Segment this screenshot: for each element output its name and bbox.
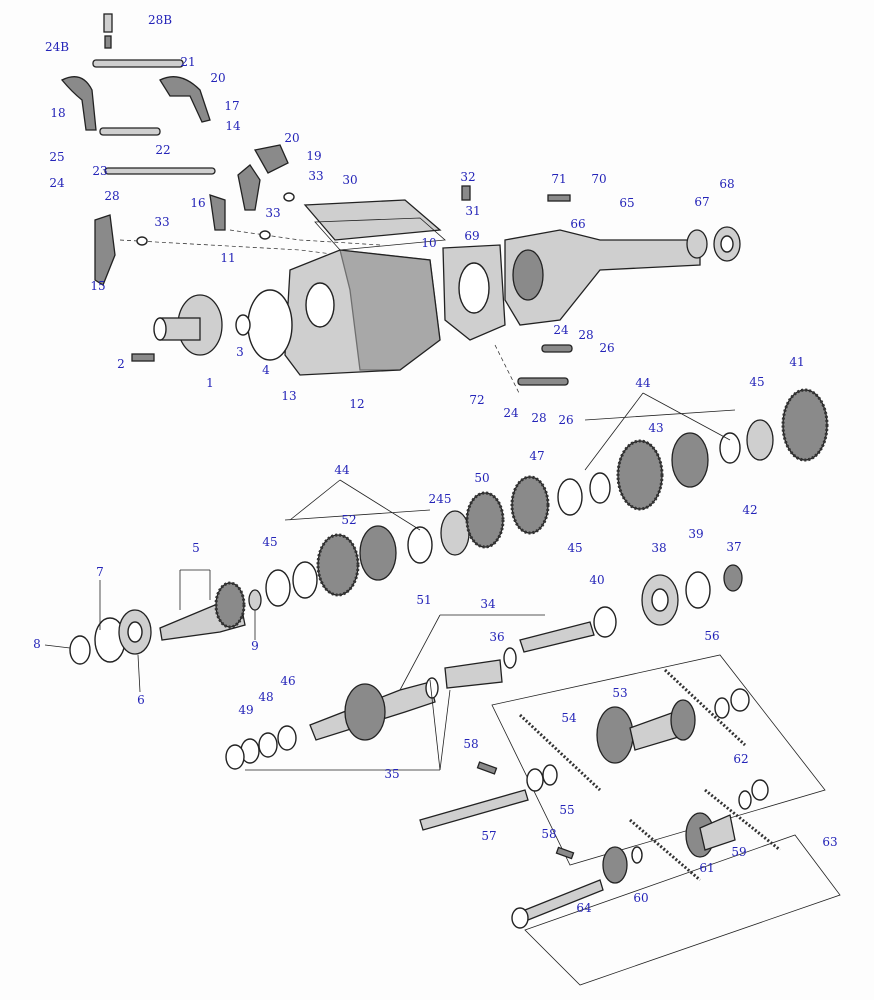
part-label: 19 xyxy=(306,149,322,163)
part-label: 28 xyxy=(578,328,594,342)
part-label: 45 xyxy=(749,375,765,389)
part-label: 72 xyxy=(469,393,485,407)
part-label: 25 xyxy=(49,150,65,164)
part-label: 37 xyxy=(726,540,742,554)
part-label: 57 xyxy=(481,829,497,843)
part-label: 12 xyxy=(349,397,365,411)
part-label: 15 xyxy=(90,279,106,293)
part-label: 35 xyxy=(384,767,400,781)
part-label: 24B xyxy=(44,40,70,54)
transmission-case xyxy=(131,185,741,396)
part-label: 33 xyxy=(265,206,281,220)
part-label: 41 xyxy=(789,355,805,369)
part-label: 26 xyxy=(558,413,574,427)
part-label: 16 xyxy=(190,196,206,210)
part-label: 32 xyxy=(460,170,476,184)
part-label: 45 xyxy=(567,541,583,555)
part-label: 56 xyxy=(704,629,720,643)
part-label: 24 xyxy=(503,406,519,420)
part-label: 69 xyxy=(464,229,480,243)
part-label: 20 xyxy=(284,131,300,145)
part-label: 38 xyxy=(651,541,667,555)
part-label: 22 xyxy=(155,143,171,157)
part-label: 54 xyxy=(561,711,577,725)
part-label: 245 xyxy=(428,492,452,506)
part-label: 18 xyxy=(50,106,66,120)
part-label: 28B xyxy=(147,13,173,27)
part-label: 6 xyxy=(137,693,145,707)
part-label: 44 xyxy=(635,376,651,390)
part-label: 33 xyxy=(154,215,170,229)
part-label: 62 xyxy=(733,752,749,766)
part-label: 24 xyxy=(553,323,569,337)
part-label: 28 xyxy=(531,411,547,425)
part-label: 7 xyxy=(96,565,104,579)
part-label: 66 xyxy=(570,217,586,231)
part-label: 55 xyxy=(559,803,575,817)
part-label: 26 xyxy=(599,341,615,355)
mainshaft-gears xyxy=(69,388,829,689)
part-label: 65 xyxy=(619,196,635,210)
part-label: 3 xyxy=(236,345,244,359)
part-label: 36 xyxy=(489,630,505,644)
part-label: 34 xyxy=(480,597,496,611)
part-label: 50 xyxy=(474,471,490,485)
part-label: 46 xyxy=(280,674,296,688)
part-label: 40 xyxy=(589,573,605,587)
part-label: 13 xyxy=(281,389,297,403)
part-label: 31 xyxy=(465,204,481,218)
part-label: 28 xyxy=(104,189,120,203)
part-label: 17 xyxy=(224,99,240,113)
part-label: 1 xyxy=(206,376,214,390)
part-label: 71 xyxy=(551,172,567,186)
part-label: 14 xyxy=(225,119,241,133)
part-label: 68 xyxy=(719,177,735,191)
part-label: 52 xyxy=(341,513,357,527)
part-label: 30 xyxy=(342,173,358,187)
part-label: 67 xyxy=(694,195,710,209)
part-label: 47 xyxy=(529,449,545,463)
part-label: 11 xyxy=(220,251,236,265)
part-label: 64 xyxy=(576,901,592,915)
part-label: 42 xyxy=(742,503,758,517)
countershaft xyxy=(225,654,841,986)
part-label: 48 xyxy=(258,690,274,704)
part-label: 10 xyxy=(421,236,437,250)
part-label: 9 xyxy=(251,639,259,653)
part-label: 70 xyxy=(591,172,607,186)
part-label: 39 xyxy=(688,527,704,541)
part-label: 43 xyxy=(648,421,664,435)
shift-rails xyxy=(60,13,381,286)
part-label: 58 xyxy=(541,827,557,841)
part-label: 59 xyxy=(731,845,747,859)
part-label: 23 xyxy=(92,164,108,178)
part-label: 20 xyxy=(210,71,226,85)
part-label: 33 xyxy=(308,169,324,183)
part-label: 58 xyxy=(463,737,479,751)
part-label: 45 xyxy=(262,535,278,549)
part-label: 51 xyxy=(416,593,432,607)
leader-lines xyxy=(44,392,736,771)
part-label: 4 xyxy=(262,363,270,377)
part-label: 53 xyxy=(612,686,628,700)
part-label: 63 xyxy=(822,835,838,849)
part-label: 24 xyxy=(49,176,65,190)
part-label: 44 xyxy=(334,463,350,477)
part-label: 60 xyxy=(633,891,649,905)
part-label: 8 xyxy=(33,637,41,651)
part-label: 61 xyxy=(699,861,715,875)
part-label: 21 xyxy=(180,55,196,69)
part-label: 49 xyxy=(238,703,254,717)
part-label: 5 xyxy=(192,541,200,555)
part-label: 2 xyxy=(117,357,125,371)
